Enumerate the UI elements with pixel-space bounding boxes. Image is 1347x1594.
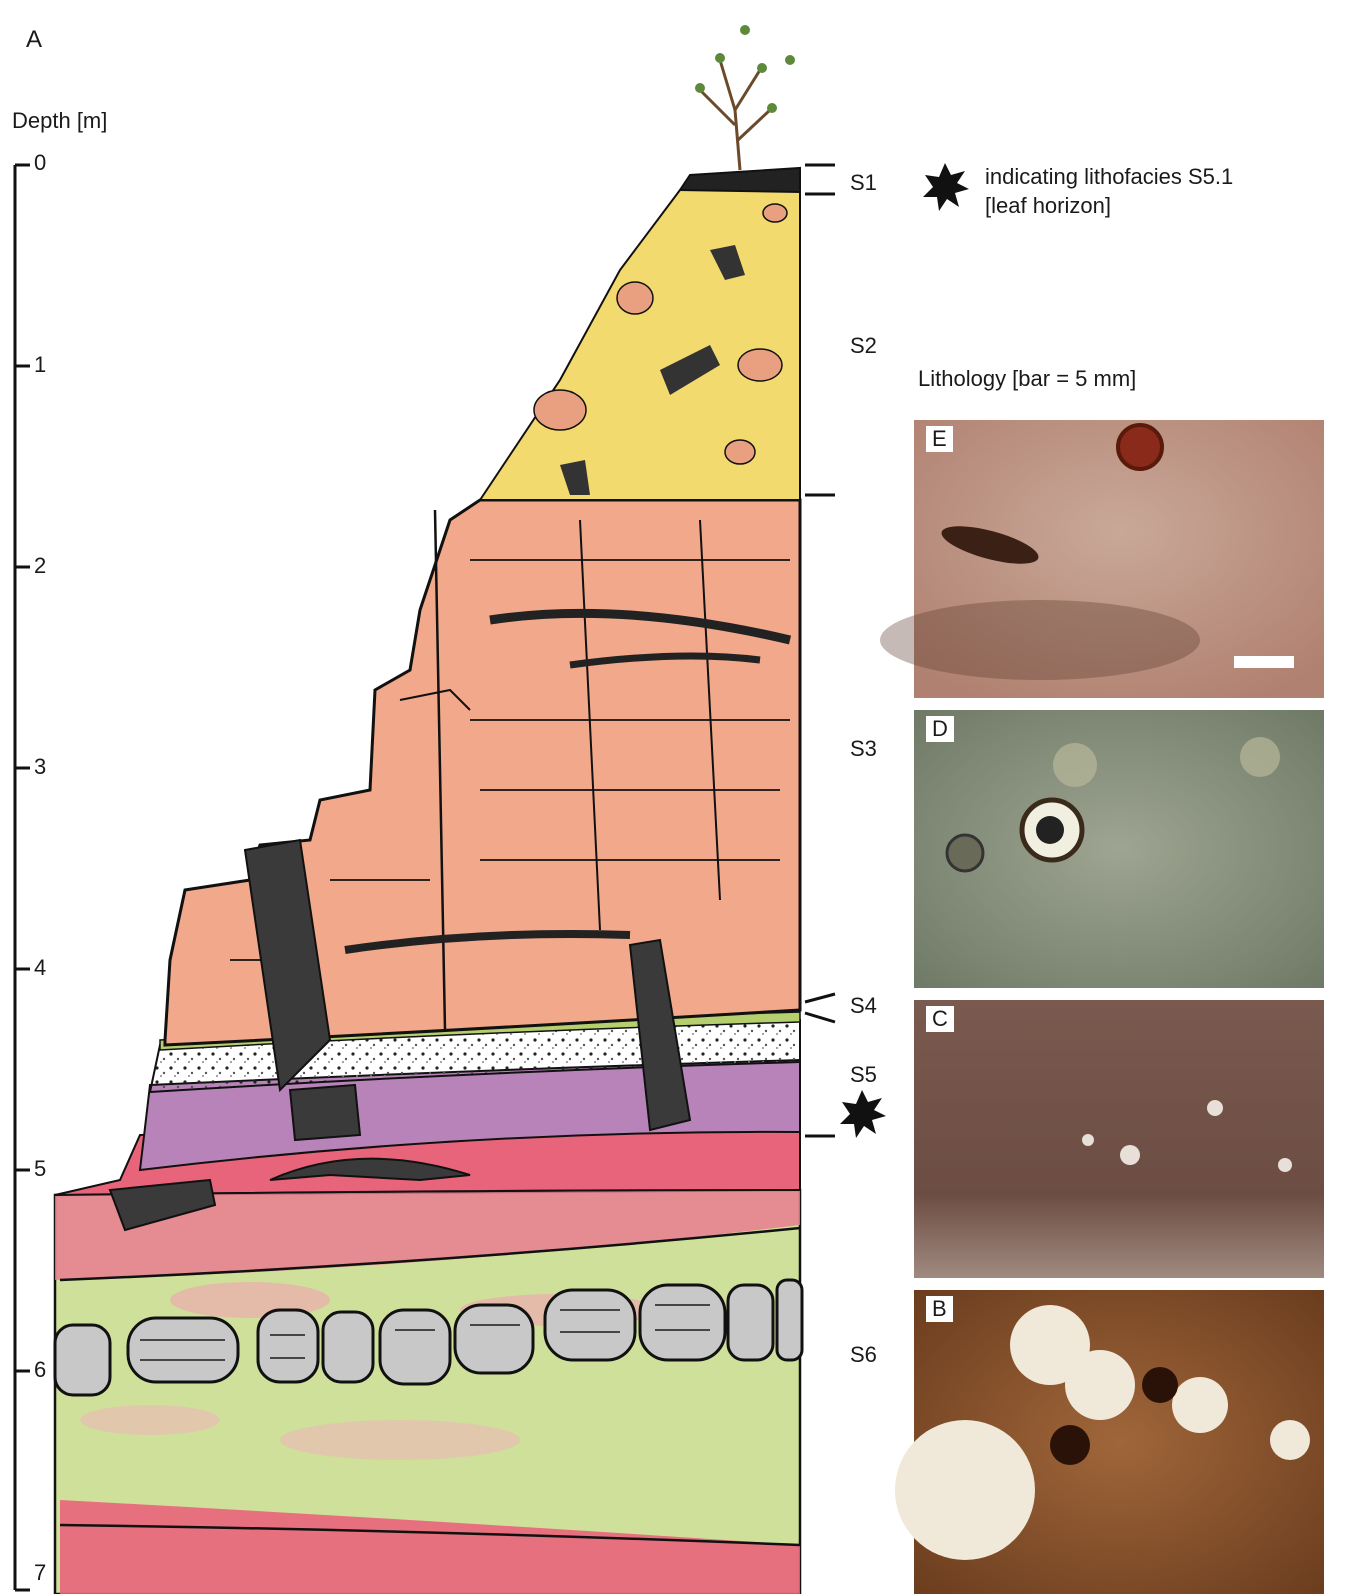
depth-axis [15,165,30,1590]
unit-s1-soil-and-tree [680,25,800,192]
lithology-panel-label-c: C [926,1006,954,1032]
lithology-panel-e [880,420,1324,698]
lithology-panel-d [914,710,1324,988]
unit-boundary-ticks [805,165,835,1136]
lithology-panel-b [895,1290,1324,1594]
lithology-panel-label-b: B [926,1296,953,1322]
unit-s6-layers [55,1190,800,1594]
lithology-panel-label-d: D [926,716,954,742]
lithology-panel-label-e: E [926,426,953,452]
lithology-panel-c [914,1000,1324,1278]
unit-s3-cliff [165,500,800,1045]
leaf-horizon-star-icon [840,1090,886,1138]
unit-s2-wedge [480,190,800,500]
legend-star-icon [923,163,969,211]
